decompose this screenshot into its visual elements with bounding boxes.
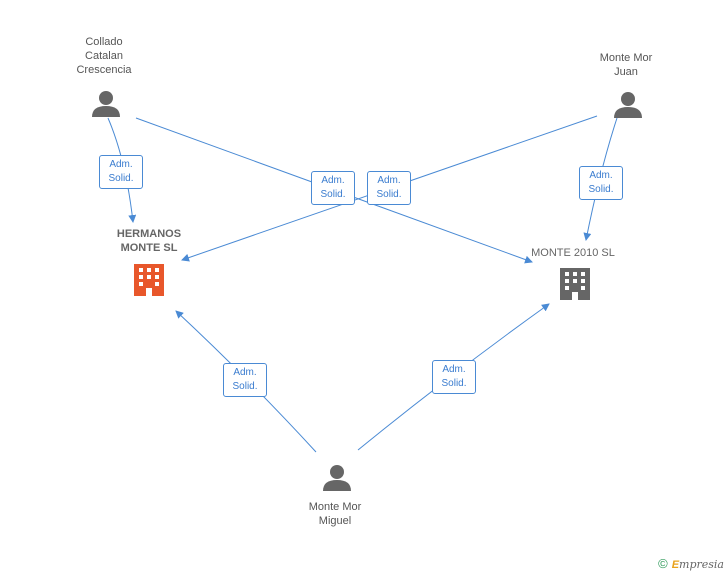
edge-badge-miguel-monte2010[interactable]: Adm.Solid. bbox=[432, 360, 476, 394]
person-label-collado[interactable]: Collado Catalan Crescencia bbox=[76, 36, 132, 76]
edge-badge-collado-monte2010[interactable]: Adm.Solid. bbox=[311, 171, 355, 205]
footer-branding: ©Empresia bbox=[658, 556, 724, 571]
company-label-hermanos[interactable]: HERMANOS MONTE SL bbox=[116, 228, 182, 254]
person-icon-miguel[interactable] bbox=[323, 465, 351, 491]
brand-name: mpresia bbox=[679, 558, 724, 571]
copyright-icon: © bbox=[658, 556, 668, 571]
edge-badge-collado-hermanos[interactable]: Adm.Solid. bbox=[99, 155, 143, 189]
person-icon-collado[interactable] bbox=[92, 91, 120, 117]
edge-badge-juan-hermanos[interactable]: Adm.Solid. bbox=[367, 171, 411, 205]
person-label-juan[interactable]: Monte Mor Juan bbox=[599, 52, 653, 78]
company-label-monte2010[interactable]: MONTE 2010 SL bbox=[531, 247, 615, 259]
person-icon-juan[interactable] bbox=[614, 92, 642, 118]
edge-badge-juan-monte2010[interactable]: Adm.Solid. bbox=[579, 166, 623, 200]
building-icon-hermanos[interactable] bbox=[134, 264, 164, 296]
edge-badge-miguel-hermanos[interactable]: Adm.Solid. bbox=[223, 363, 267, 397]
building-icon-monte2010[interactable] bbox=[560, 268, 590, 300]
person-label-miguel[interactable]: Monte Mor Miguel bbox=[308, 501, 362, 527]
brand-initial: E bbox=[671, 559, 680, 571]
